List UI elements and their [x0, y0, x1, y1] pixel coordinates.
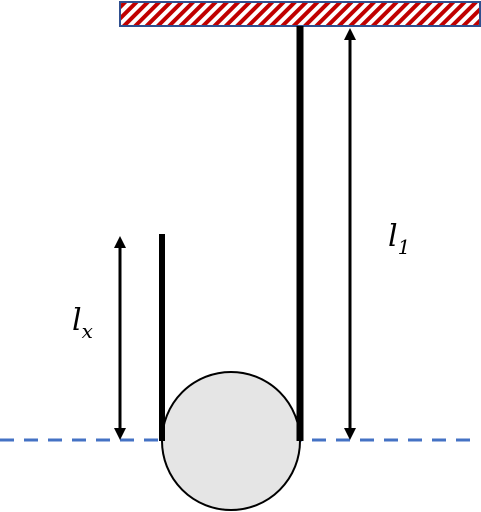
pulley	[161, 371, 301, 511]
label-l1-subscript: 1	[398, 235, 411, 259]
label-lx-subscript: x	[82, 319, 93, 343]
ceiling-support	[119, 1, 481, 27]
label-l1-base: l	[388, 219, 398, 254]
label-l1: l1	[388, 219, 410, 259]
label-lx: lx	[72, 303, 93, 343]
label-lx-base: l	[72, 303, 82, 338]
